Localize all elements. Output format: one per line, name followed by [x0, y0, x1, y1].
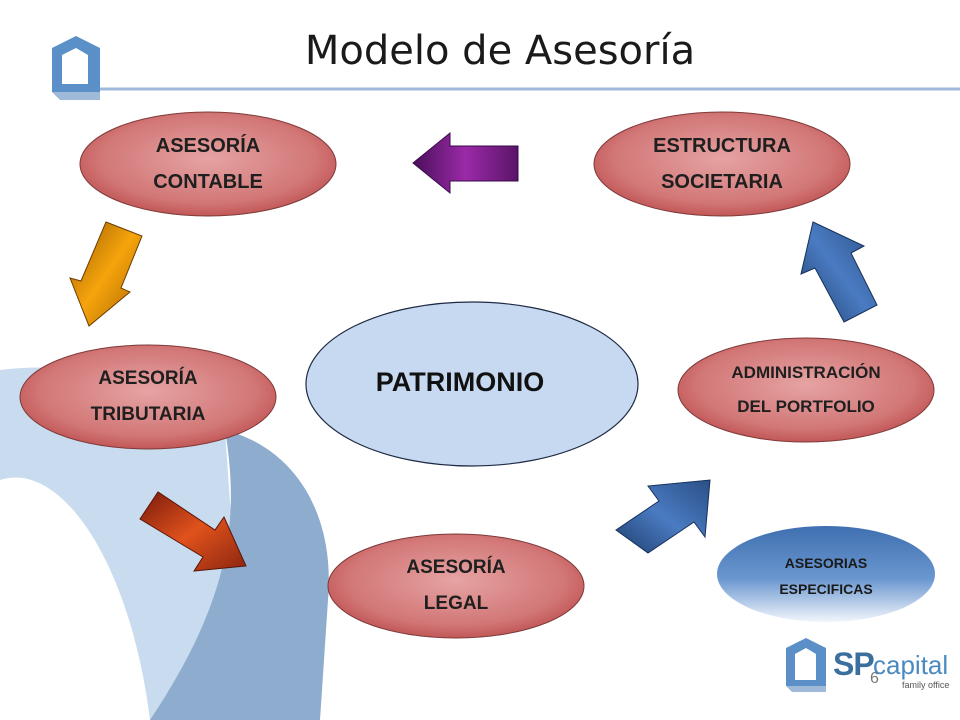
node-asesorias-especificas	[717, 526, 935, 622]
decor-mid-swoosh	[150, 430, 329, 720]
label-asesoria-legal: ASESORÍA LEGAL	[346, 546, 566, 626]
node-asesoria-contable	[79, 111, 337, 217]
node-administracion-portfolio	[677, 337, 935, 443]
logo-capital-text: capital	[873, 650, 949, 680]
node-estructura-societaria	[593, 111, 851, 217]
center-label: PATRIMONIO	[375, 366, 545, 397]
label-line-2: DEL PORTFOLIO	[737, 397, 875, 416]
logo-subtitle: family office	[902, 680, 950, 690]
arrow-purple-left	[412, 131, 519, 195]
slide-title: Modelo de Asesoría	[304, 28, 696, 74]
label-line-1: ADMINISTRACIÓN	[731, 363, 881, 382]
logo-sp-text: SP	[833, 646, 875, 682]
arrow-redorange-down-right	[139, 491, 247, 572]
label-estructura-societaria: ESTRUCTURA SOCIETARIA	[612, 124, 832, 204]
label-asesoria-tributaria: ASESORÍA TRIBUTARIA	[38, 357, 258, 437]
label-administracion-portfolio: ADMINISTRACIÓN DEL PORTFOLIO	[686, 352, 926, 428]
node-patrimonio	[305, 301, 639, 467]
decor-light-swoosh	[0, 367, 245, 720]
label-line-2: SOCIETARIA	[661, 171, 783, 193]
logo-mark-top	[52, 36, 100, 100]
label-asesoria-contable: ASESORÍA CONTABLE	[98, 124, 318, 204]
label-line-1: ASESORÍA	[98, 368, 198, 389]
arrow-orange-down	[69, 221, 143, 327]
page-number: 6	[870, 670, 879, 687]
logo-mark-bottom	[786, 638, 826, 692]
label-line-2: TRIBUTARIA	[90, 404, 206, 425]
label-asesorias-especificas: ASESORIAS ESPECIFICAS	[726, 548, 926, 604]
label-line-1: ASESORIAS	[784, 555, 868, 571]
label-line-2: CONTABLE	[153, 171, 263, 193]
node-asesoria-legal	[327, 533, 585, 639]
node-asesoria-tributaria	[19, 344, 277, 450]
label-line-1: ASESORÍA	[406, 557, 506, 578]
label-line-1: ESTRUCTURA	[653, 135, 791, 157]
label-line-2: LEGAL	[423, 593, 489, 614]
label-patrimonio: PATRIMONIO	[330, 358, 590, 406]
arrow-blue-up-right-lower	[615, 479, 711, 554]
label-line-1: ASESORÍA	[155, 135, 261, 157]
label-line-2: ESPECIFICAS	[779, 581, 873, 597]
arrow-blue-up-upper	[800, 221, 878, 323]
